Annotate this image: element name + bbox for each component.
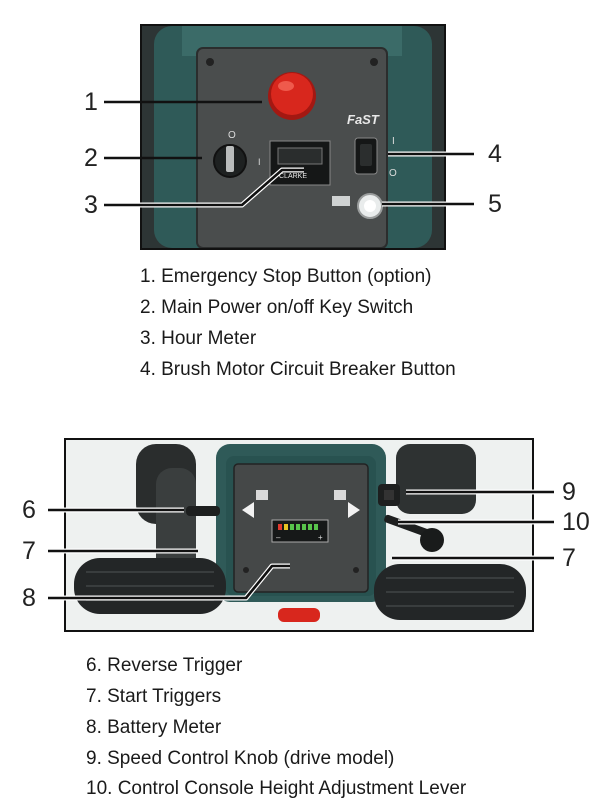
- svg-text:+: +: [318, 533, 323, 542]
- callout-7-left: 7: [22, 537, 36, 565]
- battery-meter-icon: – +: [271, 519, 329, 543]
- reverse-trigger-icon: [186, 506, 220, 516]
- rocker-switch-icon: I O: [354, 136, 397, 179]
- caption-3: 3. Hour Meter: [140, 328, 257, 349]
- circuit-breaker-icon: [332, 193, 383, 219]
- svg-text:I: I: [258, 157, 261, 167]
- svg-text:–: –: [276, 533, 281, 542]
- callout-9: 9: [562, 478, 576, 506]
- brand-logo: FaST: [347, 112, 380, 127]
- emergency-stop-icon: [268, 72, 316, 120]
- caption-6: 6. Reverse Trigger: [86, 655, 243, 676]
- callout-8: 8: [22, 584, 36, 612]
- control-panel-photo-top: O I CLARKE FaST I O: [140, 24, 446, 250]
- key-switch-icon: O I: [213, 130, 261, 178]
- caption-9: 9. Speed Control Knob (drive model): [86, 748, 395, 769]
- callout-5: 5: [488, 190, 502, 218]
- callout-4: 4: [488, 140, 502, 168]
- hour-meter-icon: CLARKE: [269, 140, 331, 186]
- control-panel-illustration-top: O I CLARKE FaST I O: [142, 26, 444, 248]
- callout-1: 1: [84, 88, 98, 116]
- caption-2: 2. Main Power on/off Key Switch: [140, 297, 414, 318]
- callout-7-right: 7: [562, 544, 576, 572]
- caption-4: 4. Brush Motor Circuit Breaker Button: [140, 359, 456, 380]
- callout-3: 3: [84, 191, 98, 219]
- caption-1: 1. Emergency Stop Button (option): [140, 266, 432, 287]
- height-lever-icon: [384, 514, 444, 552]
- svg-text:O: O: [228, 130, 236, 141]
- speed-knob-icon: [378, 484, 400, 506]
- svg-text:O: O: [389, 168, 397, 179]
- callout-10: 10: [562, 508, 590, 536]
- control-console-illustration: – +: [66, 440, 532, 630]
- control-console-photo-bottom: – +: [64, 438, 534, 632]
- caption-10: 10. Control Console Height Adjustment Le…: [86, 778, 467, 799]
- svg-text:I: I: [392, 136, 395, 147]
- callout-2: 2: [84, 144, 98, 172]
- caption-7: 7. Start Triggers: [86, 686, 222, 707]
- callout-6: 6: [22, 496, 36, 524]
- caption-8: 8. Battery Meter: [86, 717, 222, 738]
- hour-meter-label: CLARKE: [279, 173, 307, 180]
